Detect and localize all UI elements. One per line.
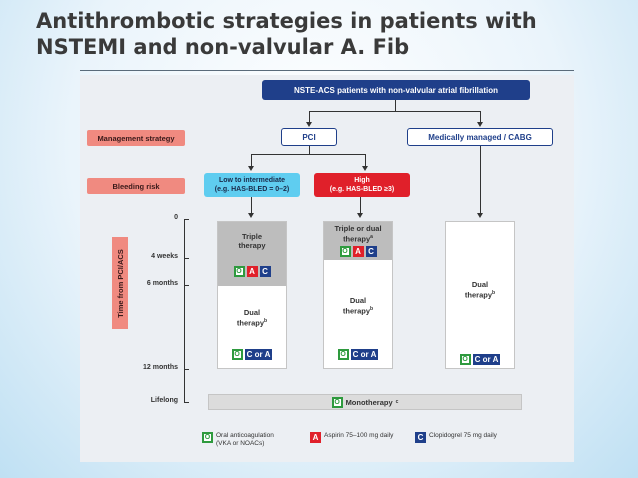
dual-therapy-segment: Dual therapyb O C or A (324, 260, 392, 368)
legend-aspirin: A Aspirin 75–100 mg daily (310, 432, 393, 443)
arrow-down-icon (306, 122, 312, 127)
tick-mark (184, 369, 189, 370)
dual-therapy-badges: O C or A (446, 354, 514, 365)
oac-badge: O (459, 354, 471, 365)
arrow-down-icon (357, 213, 363, 218)
oac-badge: O (331, 396, 343, 408)
connector (251, 154, 252, 167)
legend-oac-subtext: (VKA or NOACs) (216, 440, 265, 447)
triple-or-dual-segment: Triple or dual therapya O A C (324, 222, 392, 260)
connector (480, 111, 481, 123)
oac-badge: O (339, 246, 351, 257)
legend-oac: O Oral anticoagulation (VKA or NOACs) (202, 432, 274, 448)
low-risk-line1: Low to intermediate (218, 177, 286, 184)
oac-badge: O (231, 349, 243, 360)
legend-clopidogrel-text: Clopidogrel 75 mg daily (429, 432, 497, 439)
connector (309, 146, 310, 154)
connector (395, 100, 396, 111)
connector (251, 197, 252, 213)
clopidogrel-badge: C (259, 266, 271, 277)
tick-mark (184, 402, 189, 403)
column-high-risk: Triple or dual therapya O A C Dual thera… (323, 221, 393, 369)
time-axis-label-box: Time from PCI/ACS (112, 237, 128, 329)
slide-title: Antithrombotic strategies in patients wi… (36, 9, 537, 59)
triple-or-dual-label: Triple or dual therapya (334, 224, 382, 244)
tick-mark (184, 258, 189, 259)
tick-mark (184, 219, 189, 220)
bleeding-risk-label: Bleeding risk (87, 178, 185, 194)
dual-therapy-badges: O C or A (324, 349, 392, 360)
connector (309, 111, 480, 112)
triple-therapy-label: Triple therapy (238, 232, 266, 250)
triple-therapy-segment: Triple therapy O A C (218, 222, 286, 286)
connector (251, 154, 366, 155)
tick-label-4-weeks: 4 weeks (151, 253, 178, 260)
pci-box: PCI (281, 128, 337, 146)
arrow-down-icon (248, 166, 254, 171)
tick-label-lifelong: Lifelong (150, 397, 178, 404)
clopidogrel-badge: C (365, 246, 377, 257)
clopidogrel-or-aspirin-badge: C or A (472, 354, 501, 365)
oac-badge: O (202, 432, 213, 443)
aspirin-badge: A (352, 246, 364, 257)
clopidogrel-or-aspirin-badge: C or A (244, 349, 273, 360)
title-divider (80, 70, 574, 71)
low-risk-line2: (e.g. HAS-BLED = 0–2) (214, 186, 290, 193)
tick-label-0: 0 (174, 214, 178, 221)
aspirin-badge: A (246, 266, 258, 277)
triple-or-dual-badges: O A C (324, 246, 392, 257)
tick-label-12-months: 12 months (142, 364, 178, 371)
connector (309, 111, 310, 123)
legend-aspirin-text: Aspirin 75–100 mg daily (324, 432, 394, 439)
top-box-nste-acs: NSTE-ACS patients with non-valvular atri… (262, 80, 530, 100)
dual-therapy-label: Dual therapyb (236, 308, 268, 328)
aspirin-badge: A (310, 432, 321, 443)
flowchart-figure: NSTE-ACS patients with non-valvular atri… (80, 75, 574, 462)
tick-label-6-months: 6 months (146, 280, 178, 287)
legend-oac-text: Oral anticoagulation (216, 432, 274, 439)
legend-clopidogrel: C Clopidogrel 75 mg daily (415, 432, 497, 443)
triple-therapy-badges: O A C (218, 266, 286, 277)
medical-cabg-box: Medically managed / CABG (407, 128, 553, 146)
arrow-down-icon (362, 166, 368, 171)
dual-therapy-badges: O C or A (218, 349, 286, 360)
arrow-down-icon (248, 213, 254, 218)
dual-therapy-label: Dual therapyb (342, 296, 374, 316)
dual-therapy-segment: Dual therapyb O C or A (218, 286, 286, 368)
oac-badge: O (337, 349, 349, 360)
arrow-down-icon (477, 122, 483, 127)
high-risk-box: High (e.g. HAS-BLED ≥3) (314, 173, 410, 197)
management-strategy-label: Management strategy (87, 130, 185, 146)
column-low-risk: Triple therapy O A C Dual therapyb O C o… (217, 221, 287, 369)
tick-mark (184, 285, 189, 286)
column-medical-cabg: Dual therapyb O C or A (445, 221, 515, 369)
low-intermediate-risk-box: Low to intermediate (e.g. HAS-BLED = 0–2… (204, 173, 300, 197)
arrow-down-icon (477, 213, 483, 218)
high-risk-line2: (e.g. HAS-BLED ≥3) (329, 186, 395, 193)
clopidogrel-badge: C (415, 432, 426, 443)
dual-therapy-label: Dual therapyb (464, 280, 496, 300)
time-axis-line (184, 219, 185, 403)
connector (365, 154, 366, 167)
oac-badge: O (233, 266, 245, 277)
monotherapy-label: Monotherapy (345, 397, 393, 407)
connector (480, 146, 481, 213)
clopidogrel-or-aspirin-badge: C or A (350, 349, 379, 360)
connector (360, 197, 361, 213)
high-risk-line1: High (354, 177, 370, 184)
